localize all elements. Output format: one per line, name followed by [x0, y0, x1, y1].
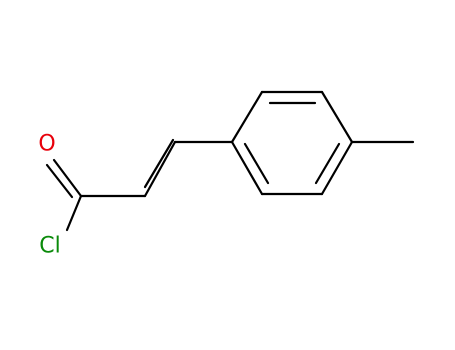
ring-bond-3 [320, 90, 354, 144]
ring-bond-4 [320, 140, 354, 196]
ring-bond-1 [230, 90, 264, 144]
atom-label-chlorine: Cl [39, 234, 60, 259]
bond-alkene-1 [143, 140, 177, 198]
atom-label-oxygen: O [38, 132, 55, 157]
ring-inner-bond-right [314, 142, 341, 185]
bond-alkene-2 [143, 138, 175, 189]
bond-carbonyl-c-o-2 [45, 163, 74, 199]
bond-carbonyl-c-o-1 [52, 158, 83, 198]
ring-bond-6 [230, 140, 264, 196]
bond-c-cl [65, 194, 83, 232]
ring-inner-bond-left [243, 142, 270, 185]
